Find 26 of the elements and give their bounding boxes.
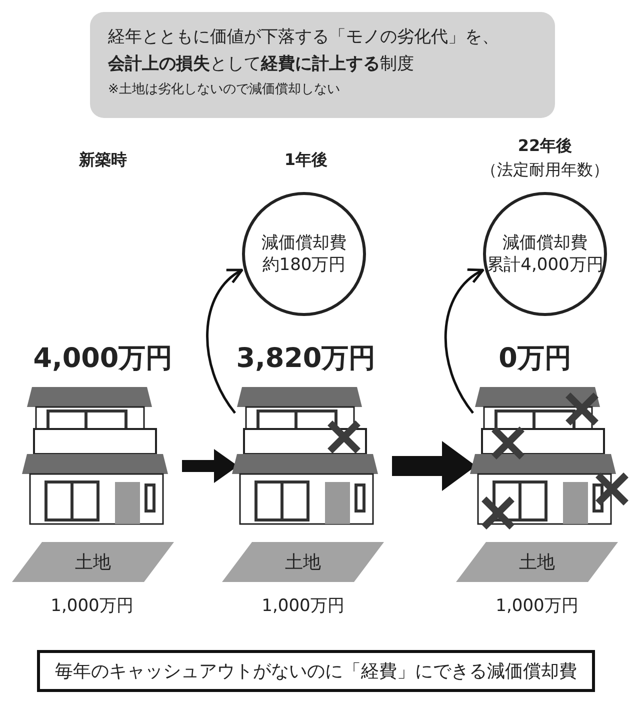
- land-value: 1,000万円: [494, 595, 580, 617]
- period-label: 新築時: [78, 150, 128, 171]
- circle-text: 累計4,000万円: [486, 254, 604, 276]
- info-panel: [90, 12, 555, 118]
- period-label: 1年後: [283, 150, 329, 171]
- land-label: 土地: [75, 551, 111, 574]
- period-label: （法定耐用年数）: [480, 160, 610, 181]
- circle-text: 減価償却費: [502, 232, 588, 254]
- land-label: 土地: [519, 551, 555, 574]
- land-value: 1,000万円: [50, 595, 134, 617]
- panel-note: ※土地は劣化しないので減価償却しない: [108, 81, 340, 99]
- summary-text: 毎年のキャッシュアウトがないのに「経費」にできる減価償却費: [55, 660, 577, 683]
- circle-text: 減価償却費: [262, 232, 346, 254]
- expense-circle: [483, 192, 607, 316]
- panel-statement: 経年とともに価値が下落する「モノの劣化代」を、会計上の損失として経費に計上する制度: [108, 26, 500, 76]
- land-label: 土地: [285, 551, 321, 574]
- arrow: [444, 268, 484, 414]
- land-value: 1,000万円: [260, 595, 346, 617]
- value-label: 0万円: [498, 342, 572, 376]
- expense-circle: [242, 192, 366, 316]
- arrow: [206, 268, 244, 414]
- period-label: 22年後: [516, 136, 574, 157]
- value-label: 3,820万円: [235, 342, 377, 376]
- circle-text: 約180万円: [262, 254, 346, 276]
- summary-box: [37, 650, 595, 692]
- value-label: 4,000万円: [32, 342, 174, 376]
